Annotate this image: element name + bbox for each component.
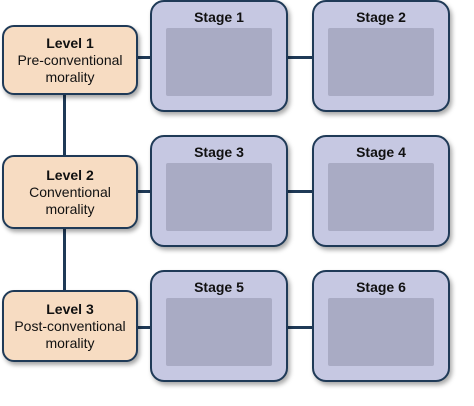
connector-stage1-stage2	[287, 56, 315, 59]
level-title: Level 3	[46, 300, 94, 317]
stage-4-box: Stage 4	[312, 135, 450, 247]
level-3-box: Level 3 Post-conventional morality	[2, 290, 138, 362]
level-title: Level 1	[46, 34, 94, 51]
level-title: Level 2	[46, 166, 94, 183]
stage-1-box: Stage 1	[150, 0, 288, 112]
stage-title: Stage 2	[356, 9, 406, 25]
stage-title: Stage 6	[356, 279, 406, 295]
stage-5-box: Stage 5	[150, 270, 288, 382]
stage-title: Stage 4	[356, 144, 406, 160]
level-1-box: Level 1 Pre-conventional morality	[2, 25, 138, 95]
stage-content-placeholder	[328, 298, 434, 366]
level-subtitle: Conventional morality	[29, 183, 111, 217]
stage-2-box: Stage 2	[312, 0, 450, 112]
connector-level2-stage3	[131, 190, 153, 193]
stage-title: Stage 3	[194, 144, 244, 160]
level-subtitle: Post-conventional morality	[14, 317, 126, 351]
connector-level3-stage5	[131, 326, 153, 329]
stage-content-placeholder	[328, 28, 434, 96]
stage-title: Stage 5	[194, 279, 244, 295]
stage-content-placeholder	[166, 163, 272, 231]
connector-stage3-stage4	[287, 190, 315, 193]
stage-title: Stage 1	[194, 9, 244, 25]
level-subtitle: Pre-conventional morality	[17, 51, 123, 85]
level-2-box: Level 2 Conventional morality	[2, 155, 138, 229]
connector-level1-stage1	[131, 56, 153, 59]
stage-content-placeholder	[328, 163, 434, 231]
stage-content-placeholder	[166, 298, 272, 366]
stage-6-box: Stage 6	[312, 270, 450, 382]
connector-stage5-stage6	[287, 326, 315, 329]
stage-3-box: Stage 3	[150, 135, 288, 247]
stage-content-placeholder	[166, 28, 272, 96]
